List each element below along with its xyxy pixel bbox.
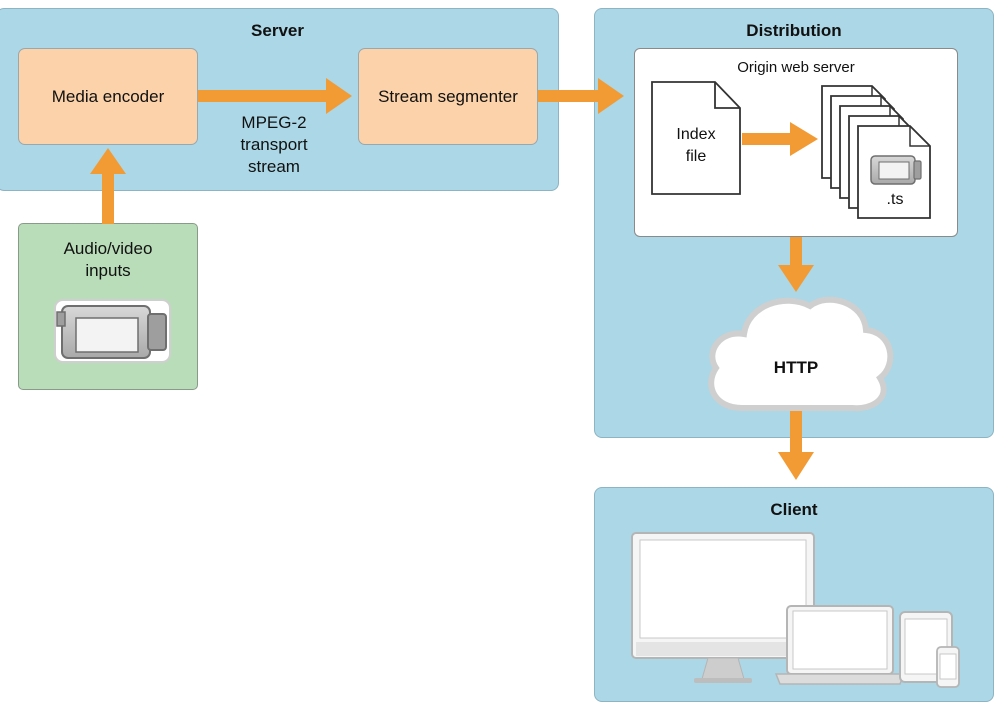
inputs-line-1: Audio/video: [63, 239, 153, 258]
arrow-origin-to-http: [778, 237, 814, 292]
media-encoder-label: Media encoder: [51, 86, 165, 106]
inputs-label: Audio/video inputs: [19, 238, 197, 282]
arrow-index-to-segments: [742, 122, 818, 156]
laptop-icon: [774, 605, 906, 685]
client-title: Client: [770, 500, 818, 519]
http-label: HTTP: [773, 358, 819, 377]
transport-stream-label: MPEG-2 transport stream: [222, 112, 326, 178]
iphone-icon: [936, 646, 960, 688]
index-line-1: Index: [676, 126, 716, 143]
server-title: Server: [251, 21, 304, 40]
cloud-icon: [708, 296, 894, 412]
index-file-label: Index file: [660, 124, 732, 168]
origin-web-server-label: Origin web server: [737, 59, 855, 76]
ts-label: .ts: [886, 191, 904, 208]
arrow-inputs-to-encoder: [90, 148, 126, 224]
transport-line-3: stream: [248, 157, 300, 176]
index-line-2: file: [685, 148, 707, 165]
transport-line-2: transport: [240, 135, 308, 154]
document-icon: [651, 81, 741, 195]
arrow-http-to-client: [778, 410, 814, 480]
inputs-line-2: inputs: [85, 261, 131, 280]
arrow-encoder-to-segmenter: [198, 78, 352, 114]
imac-icon: [631, 532, 815, 683]
ts-segments-stack: [821, 85, 931, 219]
ts-camcorder-icon: [870, 155, 922, 185]
stream-segmenter-label: Stream segmenter: [378, 86, 518, 106]
camcorder-icon: [54, 299, 171, 363]
distribution-title: Distribution: [746, 21, 842, 40]
media-encoder-box: Media encoder: [18, 48, 198, 145]
stream-segmenter-box: Stream segmenter: [358, 48, 538, 145]
transport-line-1: MPEG-2: [241, 113, 307, 132]
arrow-segmenter-to-distribution: [538, 78, 624, 114]
